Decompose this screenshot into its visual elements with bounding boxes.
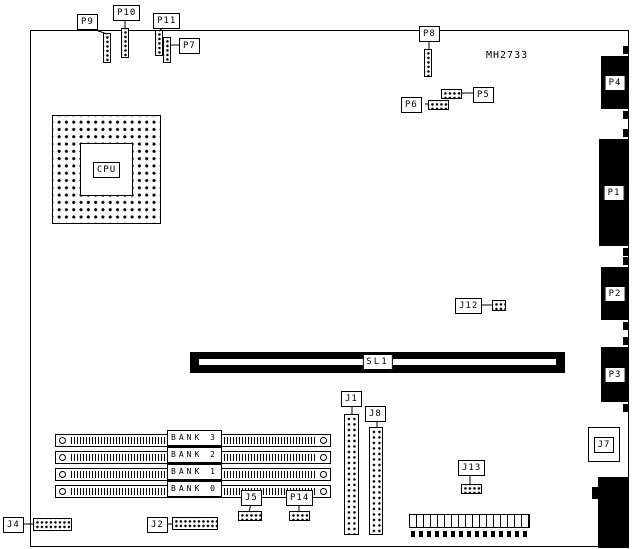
label-p8: P8 [419,26,440,42]
simm-hole-icon [59,454,66,461]
connector-j7: J7 [588,427,620,462]
label-p11: P11 [153,13,181,29]
mount-tab [623,46,629,54]
connector-p8 [424,49,432,77]
simm-hole-icon [320,488,327,495]
connector-j8 [369,427,383,535]
connector-p6 [428,100,449,110]
label-j12: J12 [455,298,483,314]
label-j5: J5 [241,490,262,506]
sl1-label: SL1 [362,354,393,370]
label-bank1: BANK 1 [167,464,222,480]
connector-p9 [103,33,111,63]
connector-p10 [121,28,129,58]
simm-hole-icon [320,454,327,461]
label-p9: P9 [77,14,98,30]
simm-hole-icon [59,437,66,444]
simm-hole-icon [59,471,66,478]
port-p4: P4 [601,56,629,109]
label-bank0: BANK 0 [167,481,222,497]
port-p2: P2 [601,267,629,320]
connector-j5 [238,511,262,521]
port-keyboard [598,477,629,548]
bottom-header-pins [411,531,528,537]
bottom-header-body [409,514,530,528]
connector-p14 [289,511,310,521]
connector-p7 [163,37,171,63]
connector-j13 [461,484,482,494]
cpu-inner-area: CPU [80,143,133,196]
mount-tab [623,111,629,119]
cpu-label: CPU [92,161,121,178]
simm-hole-icon [320,437,327,444]
connector-j2 [172,517,218,530]
port-p1: P1 [599,139,629,246]
part-number: MH2733 [486,50,529,61]
label-j13: J13 [458,460,486,476]
mount-tab [623,257,629,265]
mount-tab [623,129,629,137]
mount-tab [623,322,629,330]
mount-tab [623,248,629,256]
connector-p5 [441,89,462,99]
label-p3: P3 [604,366,626,383]
label-p4: P4 [604,74,626,91]
connector-j12 [492,300,506,311]
label-j8: J8 [365,406,386,422]
label-p2: P2 [604,285,626,302]
label-p7: P7 [179,38,200,54]
label-j7: J7 [593,436,615,453]
slot-sl1: SL1 [190,352,565,373]
label-bank3: BANK 3 [167,430,222,446]
simm-hole-icon [320,471,327,478]
label-j1: J1 [341,391,362,407]
label-p5: P5 [473,87,494,103]
label-p6: P6 [401,97,422,113]
label-bank2: BANK 2 [167,447,222,463]
label-p10: P10 [113,5,141,21]
mount-tab [623,404,629,412]
connector-j4 [33,518,72,531]
label-p14: P14 [286,490,314,506]
label-j4: J4 [3,517,24,533]
keyboard-port-notch [592,487,598,499]
port-p3: P3 [601,347,629,402]
connector-p11 [155,30,163,56]
mount-tab [623,337,629,345]
simm-hole-icon [59,488,66,495]
label-j2: J2 [147,517,168,533]
connector-j1 [344,414,359,535]
label-p1: P1 [603,184,625,201]
cpu-socket: CPU [52,115,161,224]
